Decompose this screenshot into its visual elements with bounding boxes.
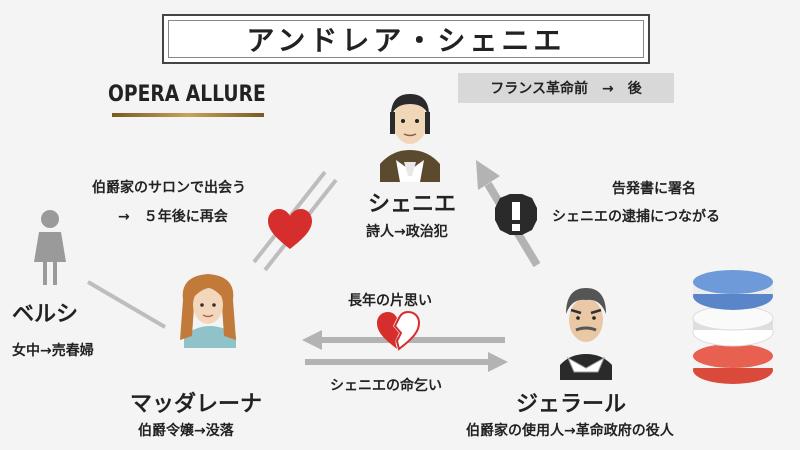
maddalena-name: マッダレーナ — [130, 392, 263, 417]
woman-icon — [34, 210, 66, 285]
opera-allure-logo: OPERA ALLURE — [108, 82, 266, 107]
bersi-maddalena-line — [86, 280, 167, 329]
relation-denounce-label: 告発書に署名 — [612, 181, 696, 197]
relation-unrequited-label: 長年の片思い — [348, 293, 432, 309]
page-title: アンドレア・シェニエ — [246, 24, 566, 57]
gerard-maddalena-arrowhead — [302, 330, 322, 350]
gerard-name: ジェラール — [516, 392, 627, 417]
relation-plea-label: シェニエの命乞い — [330, 378, 442, 394]
maddalena-gerard-arrowhead — [488, 352, 508, 372]
chenier-portrait — [380, 94, 440, 182]
heart-icon — [268, 209, 312, 249]
gerard-chenier-arrowhead — [476, 160, 500, 190]
gerard-portrait — [560, 288, 612, 380]
maddalena-portrait — [180, 274, 236, 348]
warning-badge-icon — [495, 194, 537, 235]
chenier-role: 詩人→政治犯 — [366, 224, 448, 240]
bersi-role: 女中→売春婦 — [12, 343, 94, 359]
relation-arrest-label: シェニエの逮捕につながる — [552, 209, 720, 225]
chenier-name: シェニエ — [368, 192, 457, 217]
maddalena-role: 伯爵令嬢→没落 — [138, 423, 234, 439]
gerard-role: 伯爵家の使用人→革命政府の役人 — [466, 423, 674, 439]
bersi-name: ベルシ — [12, 302, 79, 327]
era-label: フランス革命前 → 後 — [458, 73, 674, 103]
logo-underline — [112, 113, 264, 117]
macaron-stack-icon — [692, 270, 774, 384]
broken-heart-icon — [377, 310, 421, 351]
relation-meet-label: 伯爵家のサロンで出会う — [92, 180, 246, 196]
relation-reunite-label: → ５年後に再会 — [118, 209, 228, 225]
title-banner: アンドレア・シェニエ — [162, 14, 650, 64]
